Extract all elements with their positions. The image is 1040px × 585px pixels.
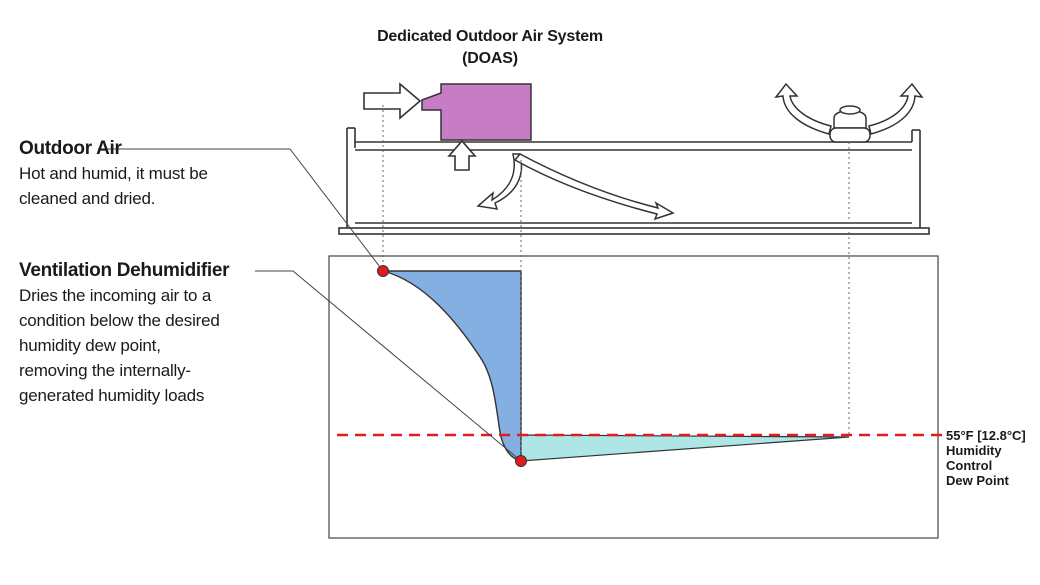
dehumidifier-desc-4: removing the internally- <box>19 361 191 380</box>
outdoor-air-heading: Outdoor Air <box>19 138 122 159</box>
floor-slab <box>338 227 930 235</box>
outdoor-air-callout: Outdoor Air Hot and humid, it must be cl… <box>19 137 208 211</box>
rooftop-exhaust-fan-icon <box>774 82 924 143</box>
outdoor-air-desc-2: cleaned and dried. <box>19 189 156 208</box>
internal-load-area <box>520 434 850 462</box>
title-line-2: (DOAS) <box>462 50 518 67</box>
diagram-title: Dedicated Outdoor Air System (DOAS) <box>356 26 624 70</box>
diffuser-right-arrow-icon <box>513 153 675 221</box>
outdoor-air-leader <box>98 148 384 272</box>
outdoor-air-arrow-icon <box>363 82 422 120</box>
dehumidifier-heading: Ventilation Dehumidifier <box>19 260 230 281</box>
dehumidifier-desc-3: humidity dew point, <box>19 336 161 355</box>
dew-point-line-4: Dew Point <box>946 473 1009 488</box>
outdoor-air-desc-1: Hot and humid, it must be <box>19 164 208 183</box>
dew-point-temp: 55°F [12.8°C] <box>946 428 1026 443</box>
building-section <box>338 127 930 235</box>
dew-point-label: 55°F [12.8°C] Humidity Control Dew Point <box>946 428 1026 488</box>
outdoor-air-state-point <box>377 265 389 277</box>
doas-unit <box>421 83 532 141</box>
dehumidifier-callout: Ventilation Dehumidifier Dries the incom… <box>19 259 230 408</box>
dew-point-line-3: Control <box>946 458 993 473</box>
dehumidifier-leader <box>255 270 522 462</box>
title-line-1: Dedicated Outdoor Air System <box>377 28 603 45</box>
leaving-air-state-point <box>515 455 527 467</box>
dehumidifier-desc-5: generated humidity loads <box>19 386 205 405</box>
diffuser-left-arrow-icon <box>476 153 523 210</box>
dehumidification-area <box>382 270 522 462</box>
process-chart-frame <box>328 255 939 539</box>
leader-lines <box>98 148 522 462</box>
dehumidifier-desc-1: Dries the incoming air to a <box>19 286 212 305</box>
supply-air-arrow-icon <box>447 139 477 171</box>
projection-lines <box>382 105 850 461</box>
dehumidifier-desc-2: condition below the desired <box>19 311 220 330</box>
dew-point-line-2: Humidity <box>946 443 1002 458</box>
